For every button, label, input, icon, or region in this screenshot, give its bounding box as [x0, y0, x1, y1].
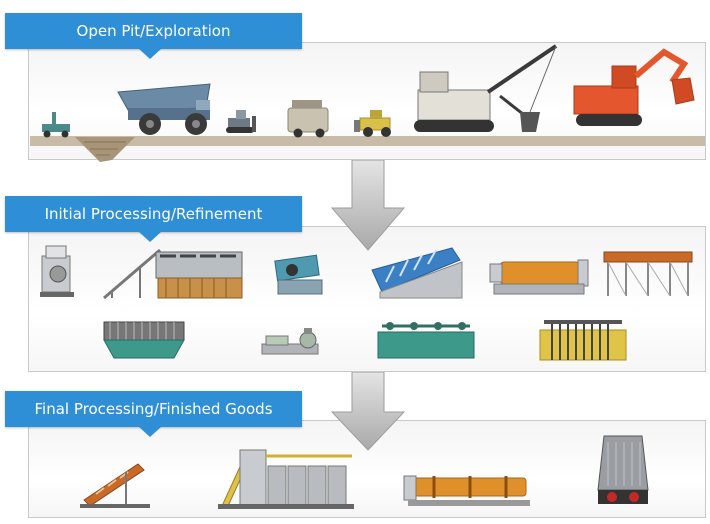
- slurry-pump-icon: [261, 328, 319, 355]
- wheel-dozer-icon: [354, 110, 391, 137]
- inclined-conveyor-icon: [80, 463, 150, 508]
- service-vehicle-icon: [287, 100, 329, 138]
- stage-banner-open-pit: Open Pit/Exploration: [5, 13, 302, 59]
- stage-banner-initial-processing: Initial Processing/Refinement: [5, 196, 302, 242]
- jaw-crusher-icon: [40, 245, 74, 297]
- ball-mill-icon: [489, 259, 589, 295]
- steel-frame-structure-icon: [603, 251, 693, 297]
- conveyor-feeder-icon: [103, 248, 243, 300]
- flow-arrow-2: [330, 372, 406, 451]
- rotary-kiln-icon: [403, 475, 530, 506]
- filter-press-icon: [103, 321, 185, 359]
- stage-title: Initial Processing/Refinement: [44, 205, 263, 223]
- bulldozer-icon: [226, 110, 256, 133]
- haul-truck-icon: [117, 83, 211, 135]
- drill-rig-icon: [42, 112, 70, 138]
- stage-title: Open Pit/Exploration: [76, 22, 231, 40]
- flow-arrow-1: [330, 160, 406, 251]
- electric-shovel-icon: [414, 44, 558, 132]
- stage-title: Final Processing/Finished Goods: [34, 400, 273, 418]
- plate-filter-press-icon: [539, 320, 627, 361]
- vertical-mill-icon: [597, 435, 649, 504]
- stage-banner-final-processing: Final Processing/Finished Goods: [5, 391, 302, 437]
- leaching-tanks-plant-icon: [218, 449, 354, 509]
- spiral-classifier-icon: [371, 247, 463, 299]
- hydraulic-excavator-icon: [573, 48, 695, 126]
- vibrating-screen-icon: [274, 254, 323, 295]
- flotation-cells-icon: [377, 322, 475, 359]
- open-pit-ground: [30, 136, 705, 162]
